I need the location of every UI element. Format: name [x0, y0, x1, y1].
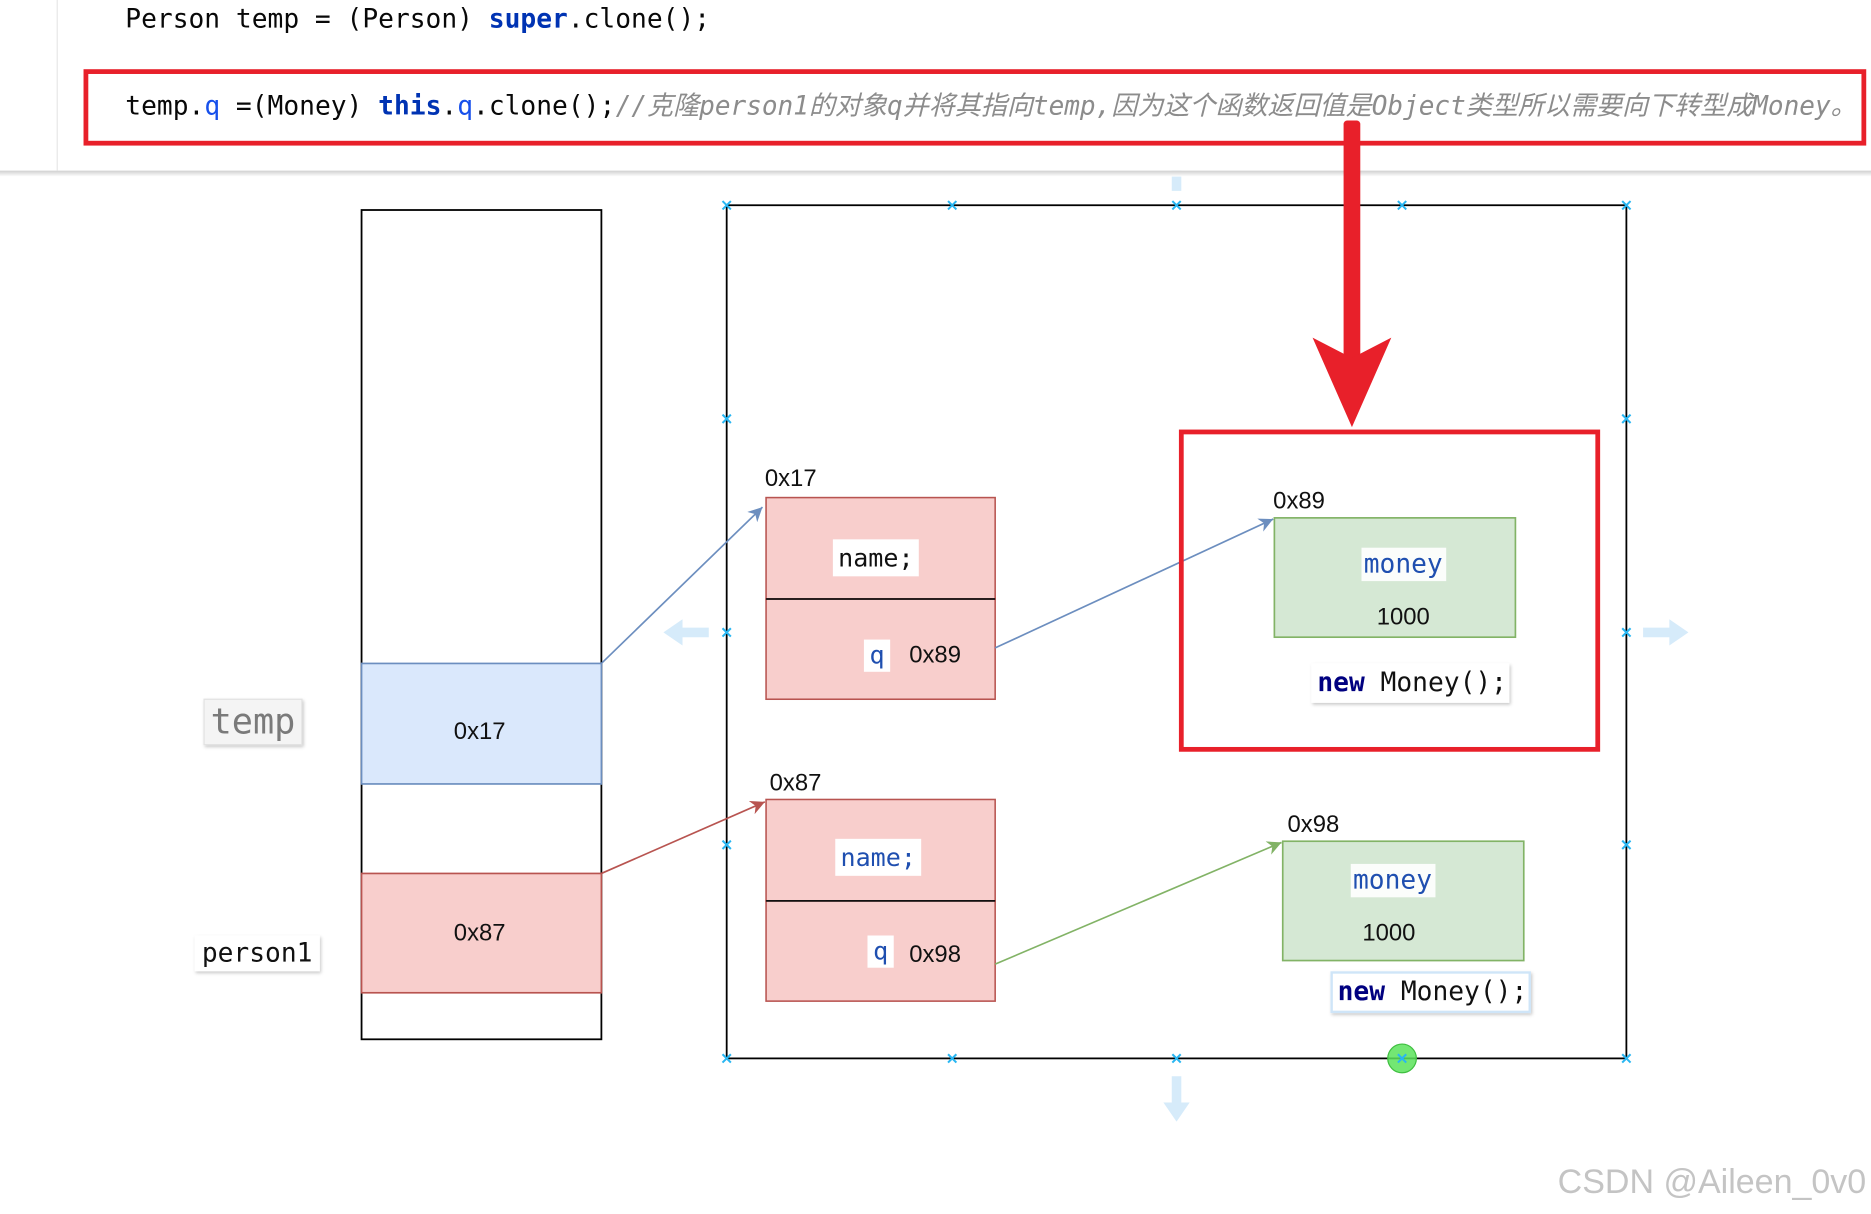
money-field-value: 1000 — [1377, 603, 1430, 630]
code-editor[interactable]: Person temp = (Person) super.clone(); te… — [0, 0, 1871, 177]
code-line-2[interactable]: temp.q =(Money) this.q.clone(); — [125, 92, 615, 122]
arrow-temp-to-object-0x17[interactable] — [600, 506, 764, 665]
code-token: .clone(); — [568, 4, 710, 34]
code-field-q: q — [457, 92, 473, 122]
variable-label-temp[interactable]: temp — [203, 698, 303, 746]
highlight-box-code-line — [83, 69, 1867, 146]
arrow-person1-to-object-0x87[interactable] — [601, 801, 766, 875]
arrow-q-to-money-0x98[interactable] — [994, 841, 1282, 965]
code-token: .clone(); — [473, 92, 615, 122]
q-field-value: 0x98 — [909, 941, 961, 968]
constructor-label[interactable]: new Money(); — [1338, 977, 1528, 1007]
q-field-label-background — [863, 639, 891, 672]
selection-handles — [721, 200, 1632, 1074]
annotation-arrow-down — [1312, 120, 1392, 428]
code-token: . — [441, 92, 457, 122]
constructor-label-background — [1330, 971, 1531, 1014]
money-field-value: 1000 — [1362, 920, 1415, 947]
hover-arrow-down-icon[interactable] — [1163, 1076, 1190, 1122]
code-line-2-comment[interactable]: //克隆person1的对象q并将其指向temp,因为这个函数返回值是Objec… — [616, 92, 1857, 122]
constructor-keyword: new — [1338, 977, 1386, 1007]
code-editor-bottom-shadow — [0, 170, 1871, 177]
name-field-label: name; — [838, 543, 913, 572]
money-object-address-label: 0x89 — [1273, 488, 1325, 515]
money-field-label: money — [1353, 866, 1432, 896]
money-object-0x98[interactable]: 0x98 money 1000 new Money(); — [1281, 811, 1531, 1014]
arrow-q-to-money-0x89[interactable] — [994, 518, 1274, 649]
money-object-box[interactable] — [1281, 840, 1525, 962]
code-keyword-this: this — [378, 92, 441, 122]
diagram-canvas: 0x17 0x87 temp person1 0x17 name; q 0x89 — [194, 146, 1689, 1122]
highlight-box-new-money — [1178, 429, 1601, 752]
code-keyword-super: super — [489, 4, 568, 34]
variable-label-person1-text: person1 — [202, 938, 313, 968]
money-field-label-background — [1350, 863, 1436, 898]
stack-cell-person1-value: 0x87 — [454, 920, 506, 947]
constructor-label-background — [1311, 663, 1510, 703]
money-object-0x89[interactable]: 0x89 money 1000 new Money(); — [1273, 488, 1517, 703]
code-line-1[interactable]: Person temp = (Person) super.clone(); — [125, 4, 710, 34]
stack-cell-temp-value: 0x17 — [454, 718, 506, 745]
name-field-label-background — [835, 838, 922, 876]
hover-arrow-right-icon[interactable] — [1643, 619, 1689, 646]
constructor-call: Money(); — [1385, 977, 1527, 1007]
code-token: =(Money) — [220, 92, 378, 122]
money-field-label-background — [1361, 547, 1447, 582]
watermark: CSDN @Aileen_0v0 — [1558, 1163, 1867, 1201]
person-object-address-label: 0x17 — [765, 465, 817, 492]
person-object-0x17[interactable]: 0x17 name; q 0x89 — [765, 465, 996, 701]
code-token: temp. — [125, 92, 204, 122]
name-field-label-background — [832, 539, 919, 577]
q-field-label: q — [873, 937, 888, 966]
annotation-arrow-shaft — [1343, 120, 1361, 361]
person-object-address-label: 0x87 — [770, 769, 822, 796]
code-token: Person temp = (Person) — [125, 4, 488, 34]
q-field-label: q — [869, 641, 884, 670]
code-field-q: q — [204, 92, 220, 122]
name-field-label: name; — [841, 843, 916, 872]
variable-label-temp-text: temp — [211, 701, 296, 742]
constructor-call: Money(); — [1365, 668, 1507, 698]
stack-frame[interactable]: 0x17 0x87 — [360, 209, 603, 1041]
stack-cell-temp[interactable] — [360, 662, 603, 785]
person-object-0x87[interactable]: 0x87 name; q 0x98 — [765, 769, 996, 1002]
q-field-label-background — [867, 935, 894, 968]
variable-label-person1-background — [194, 935, 320, 972]
constructor-keyword: new — [1317, 668, 1365, 698]
hover-arrow-left-icon[interactable] — [663, 619, 709, 646]
annotation-arrow-head — [1312, 337, 1392, 428]
q-field-value: 0x89 — [909, 642, 961, 669]
variable-label-person1[interactable]: person1 — [194, 935, 320, 972]
stack-cell-person1[interactable] — [360, 872, 603, 994]
constructor-label[interactable]: new Money(); — [1317, 668, 1507, 698]
money-object-address-label: 0x98 — [1288, 811, 1340, 838]
money-field-label: money — [1364, 549, 1443, 579]
variable-label-temp-background — [203, 698, 303, 746]
